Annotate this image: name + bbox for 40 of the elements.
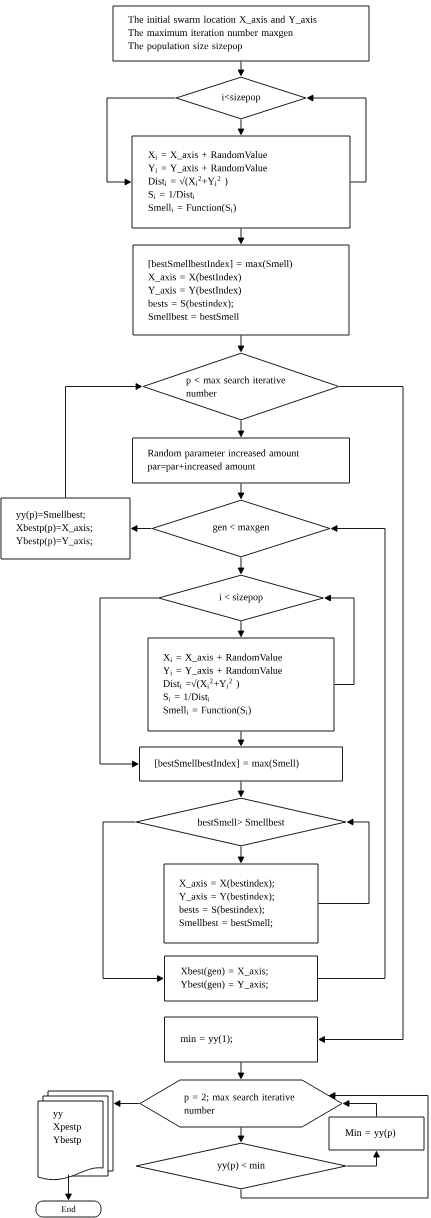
arrow — [99, 597, 159, 768]
process-box: [bestSmellbestIndex] = max(Smell) — [139, 746, 343, 782]
process-box: The initial swarm location X_axis and Y_axis The maximum iteration number maxgen The population size sizepop — [112, 5, 370, 62]
arrow — [65, 383, 142, 498]
arrow — [106, 97, 176, 186]
arrow — [65, 1174, 72, 1200]
arrow — [102, 821, 164, 982]
process-box: Min = yy(p) — [328, 1116, 425, 1151]
arrow — [237, 335, 245, 352]
process-box: min = yy(1); — [164, 1016, 318, 1063]
arrow — [237, 846, 245, 863]
arrow — [307, 94, 367, 183]
arrow — [317, 525, 386, 979]
arrow — [237, 781, 245, 797]
process-box: [bestSmellbestIndex] = max(Smell) X_axis = X(bestIndex) Y_axis = Y(bestIndex) bests = S(bestindex); Smellbest = bestSmell — [132, 244, 350, 336]
arrow — [237, 1127, 245, 1142]
arrow — [318, 818, 370, 904]
arrow — [237, 557, 245, 574]
process-box: X_axis = X(bestindex); Y_axis = Y(bestindex); bests = S(bestindex); Smellbest = bestSmell; — [163, 863, 319, 944]
process-box: yy(p)=Smellbest; Xbestp(p)=X_axis; Ybestp(p)=Y_axis; — [0, 497, 131, 560]
process-box: Xbest(gen) = X_axis; Ybest(gen) = Y_axis; — [164, 955, 318, 1002]
arrow — [237, 228, 245, 244]
arrow — [237, 483, 245, 499]
arrow — [240, 1092, 429, 1199]
arrow — [343, 1100, 377, 1117]
arrow — [114, 1100, 140, 1107]
arrow — [237, 1062, 245, 1079]
arrow — [324, 594, 355, 685]
arrow — [131, 525, 152, 532]
arrow — [318, 386, 404, 1043]
loop-hexagon: p = 2; max search iterative number — [139, 1079, 343, 1128]
arrow — [237, 119, 245, 135]
arrow — [237, 61, 245, 76]
arrow — [237, 731, 245, 746]
arrow — [346, 1151, 380, 1167]
arrow — [237, 621, 245, 637]
process-box: Random parameter increased amount par=par+increased amount — [132, 437, 350, 484]
arrow — [237, 420, 245, 437]
terminal-box: End — [35, 1200, 102, 1218]
process-box: X$_{i}$ = X_axis + RandomValue Y$_{i}$ = Y_axis + RandomValue Dist$_{i}$ =√(X$_{i}$$^{2}$+Y$_{i}$$^{2}$ ) S$_{i}$ = 1/Dist$_{i}$ Smell$_{i}$ = Function(S$_{i}$) — [147, 637, 335, 732]
